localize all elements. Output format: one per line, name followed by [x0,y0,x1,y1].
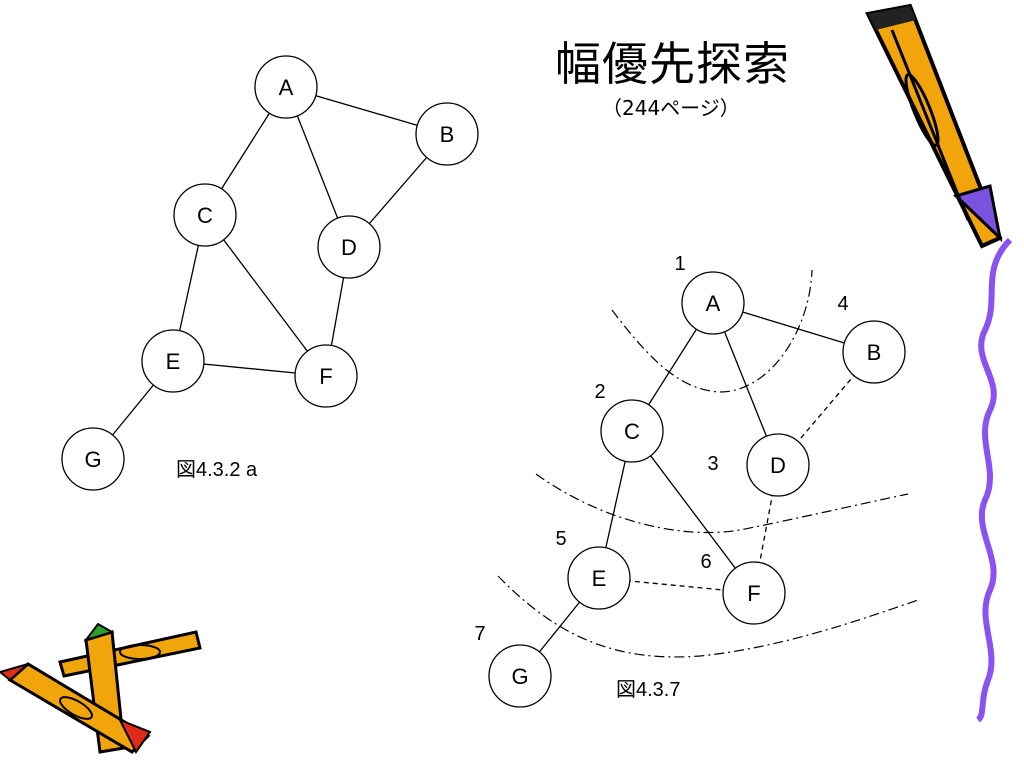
level-boundary-2 [535,473,909,534]
figure-a-node-label: G [84,447,101,472]
figure-a-node-label: B [440,122,455,147]
figure-a-node-e: E [141,329,205,393]
page-title: 幅優先探索 [555,37,790,91]
figure-b-node-circle [746,433,810,497]
figure-b-node-g: G [488,644,552,708]
figure-b-edge-b-d [777,351,875,466]
figure-a-node-circle [141,329,205,393]
figure-b-node-circle [567,546,631,610]
figure-a-node-label: C [197,203,213,228]
figure-a-node-c: C [173,183,237,247]
figure-b-visit-order-c: 2 [594,381,605,403]
figure-b-node-b: B [842,320,906,384]
figure-a-node-circle [61,427,125,491]
figure-b-node-e: E [567,546,631,610]
figure-a-node-label: A [279,75,294,100]
figure-a-node-label: D [341,235,357,260]
figure-a-node-circle [173,183,237,247]
figure-b-visit-order-a: 1 [674,253,685,275]
figure-a-caption: 図4.3.2 a [176,459,258,481]
figure-b-node-circle [681,271,745,335]
page-subtitle: （244ページ） [602,96,740,120]
figure-b-caption: 図4.3.7 [616,679,680,701]
crayons-icon [0,622,202,754]
level-boundary-3 [497,575,919,658]
figure-a-node-circle [317,215,381,279]
figure-a-node-f: F [294,344,358,408]
figure-a-node-d: D [317,215,381,279]
figure-b-visit-order-d: 3 [707,453,718,475]
figure-a-node-circle [254,55,318,119]
figure-a-edge-c-f [204,214,327,377]
figure-b-node-d: D [746,433,810,497]
figure-b-node-label: E [592,566,607,591]
figure-b-node-label: B [867,340,882,365]
figure-b-node-label: F [747,581,760,606]
figure-a-node-label: F [319,364,332,389]
figure-b-visit-order-e: 5 [555,528,566,550]
level-boundary-1 [611,269,813,393]
figure-a-node-g: G [61,427,125,491]
figure-b-node-label: A [706,291,721,316]
figure-b-node-circle [722,561,786,625]
figure-a-node-circle [415,102,479,166]
figure-b-edge-c-f [631,430,755,594]
figure-b-node-label: D [770,453,786,478]
figure-b-visit-order-b: 4 [837,293,848,315]
figure-a-node-circle [294,344,358,408]
figure-a-node-label: E [166,349,181,374]
figure-b-node-label: G [511,664,528,689]
wavy-border-line [975,237,1013,723]
pencil-icon [865,3,1003,249]
figure-b-node-a: A [681,271,745,335]
figure-a-node-a: A [254,55,318,119]
figure-a-graph: A B C D E F G [61,55,479,491]
figure-b-node-circle [488,644,552,708]
figure-b-node-f: F [722,561,786,625]
figure-b-node-circle [842,320,906,384]
figure-b-node-label: C [624,419,640,444]
figure-b-node-circle [600,399,664,463]
figure-b-visit-order-f: 6 [700,551,711,573]
figure-b-visit-order-g: 7 [474,623,485,645]
figure-b-node-c: C [600,399,664,463]
figure-b-graph: A B C D E F G 1 4 2 3 5 6 7 [474,253,919,708]
figure-a-node-b: B [415,102,479,166]
